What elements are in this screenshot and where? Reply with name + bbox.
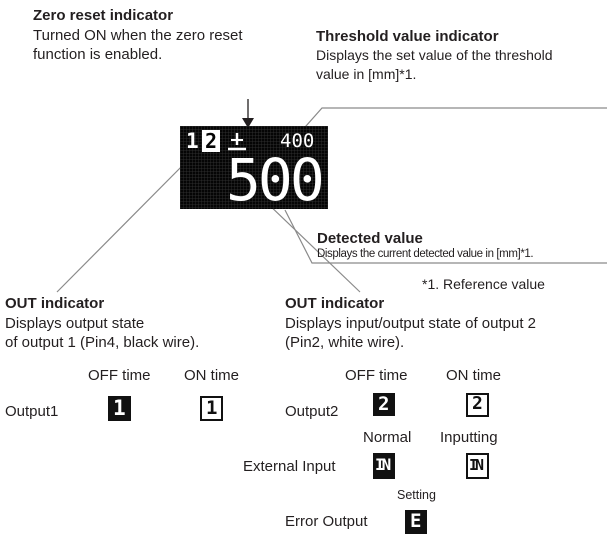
out1-on-time-label: ON time <box>184 367 240 384</box>
error-output-setting-icon: E <box>405 510 427 534</box>
output2-on-icon: 2 <box>466 393 489 417</box>
out2-off-time-label: OFF time <box>345 367 408 384</box>
out2-desc-line2: (Pin2, white wire). <box>285 334 405 351</box>
detected-value-display: 500 <box>226 146 325 214</box>
out2-desc-line1: Displays input/output state of output 2 <box>285 315 536 332</box>
zero-reset-desc-line1: Turned ON when the zero reset <box>33 27 243 44</box>
output2-label: Output2 <box>285 403 339 420</box>
output1-label: Output1 <box>5 403 59 420</box>
out1-title: OUT indicator <box>5 295 105 312</box>
external-input-normal-icon: IN <box>373 453 395 479</box>
normal-label: Normal <box>363 429 412 446</box>
out1-leader-line <box>56 155 193 293</box>
out1-desc-line2: of output 1 (Pin4, black wire). <box>5 334 200 351</box>
detected-desc: Displays the current detected value in [… <box>317 248 534 260</box>
external-input-inputting-icon: IN <box>466 453 489 479</box>
threshold-leader-line <box>297 107 607 136</box>
out2-indicator-digit: 2 <box>205 129 218 153</box>
zero-reset-arrowhead <box>242 118 254 128</box>
output2-off-icon: 2 <box>373 393 395 416</box>
out1-off-time-label: OFF time <box>88 367 151 384</box>
zero-reset-symbol-icon <box>228 133 246 151</box>
out1-indicator-digit: 1 <box>186 129 199 153</box>
zero-reset-desc-line2: function is enabled. <box>33 46 163 63</box>
out1-desc-line1: Displays output state <box>5 315 145 332</box>
reference-note: *1. Reference value <box>422 276 545 292</box>
setting-label: Setting <box>397 488 436 502</box>
out2-title: OUT indicator <box>285 295 385 312</box>
output1-off-icon: 1 <box>108 396 131 421</box>
detected-leader-line <box>284 209 607 264</box>
threshold-title: Threshold value indicator <box>316 28 499 45</box>
out2-on-time-label: ON time <box>446 367 502 384</box>
output1-on-icon: 1 <box>200 396 223 421</box>
threshold-desc-line1: Displays the set value of the threshold <box>316 47 553 63</box>
error-output-label: Error Output <box>285 513 368 530</box>
inputting-label: Inputting <box>440 429 498 446</box>
zero-reset-title: Zero reset indicator <box>33 7 174 24</box>
threshold-desc-line2: value in [mm]*1. <box>316 66 417 82</box>
external-input-label: External Input <box>243 458 336 475</box>
detected-title: Detected value <box>317 230 423 247</box>
threshold-value-display: 400 <box>280 130 315 152</box>
lcd-display: 1 2 400 500 <box>180 126 328 209</box>
out2-indicator-box: 2 <box>202 130 220 152</box>
